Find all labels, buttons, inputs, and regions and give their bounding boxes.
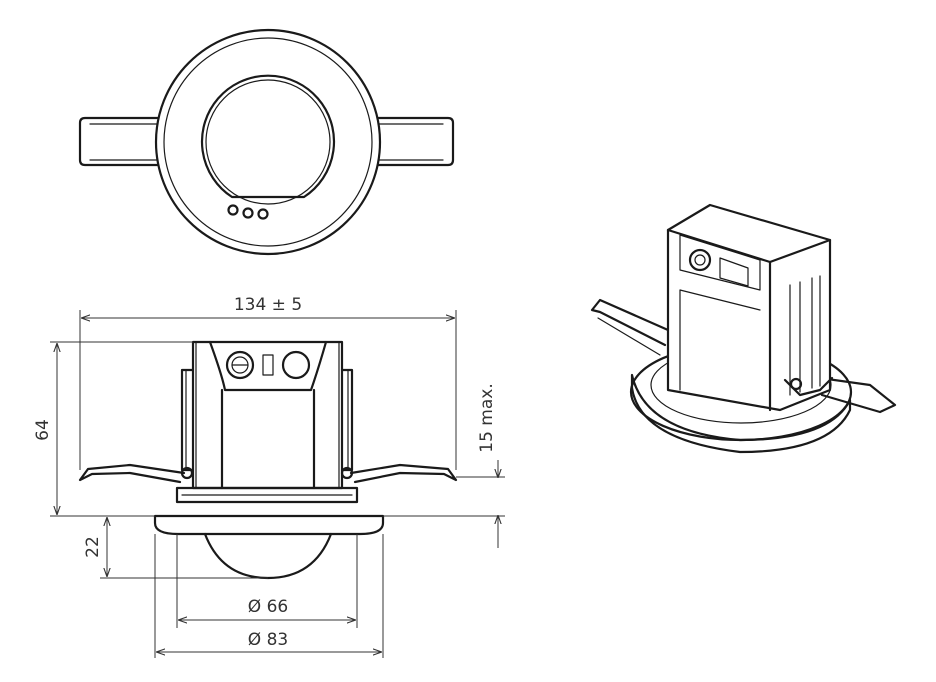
dim-height: 64 — [33, 419, 53, 441]
isometric-view — [590, 203, 897, 454]
terminal-screw-right — [281, 350, 311, 380]
side-view-spring-clip-right — [349, 463, 458, 484]
dim-max-ceiling: 15 max. — [477, 383, 497, 452]
terminal-screw-left — [225, 350, 255, 380]
top-view-outer-ring — [154, 28, 382, 256]
side-view-spring-clip-left — [78, 463, 186, 484]
top-view-clip-left — [78, 116, 160, 167]
top-view-lens — [205, 79, 331, 205]
top-view — [78, 28, 455, 256]
iso-terminal-screw — [688, 248, 712, 272]
iso-spring-clip-left — [590, 298, 670, 347]
indicator-led-3 — [257, 208, 269, 220]
top-view-sensor-window — [200, 74, 336, 199]
dim-overall-width: 134 ± 5 — [234, 295, 302, 315]
indicator-led-1 — [227, 204, 239, 216]
side-view-flange — [153, 514, 385, 536]
indicator-led-2 — [242, 207, 254, 219]
dim-dome-height: 22 — [83, 536, 103, 558]
dim-dome-diameter: Ø 66 — [248, 597, 288, 617]
side-view-dome — [203, 532, 333, 580]
top-view-clip-right — [376, 116, 455, 167]
top-view-ring-inner-edge — [163, 37, 373, 247]
dimension-lines — [50, 310, 505, 658]
iso-spring-clip-right — [818, 376, 897, 414]
side-view — [78, 340, 458, 580]
side-view-base — [175, 486, 359, 504]
dim-flange-diameter: Ø 83 — [248, 630, 288, 650]
